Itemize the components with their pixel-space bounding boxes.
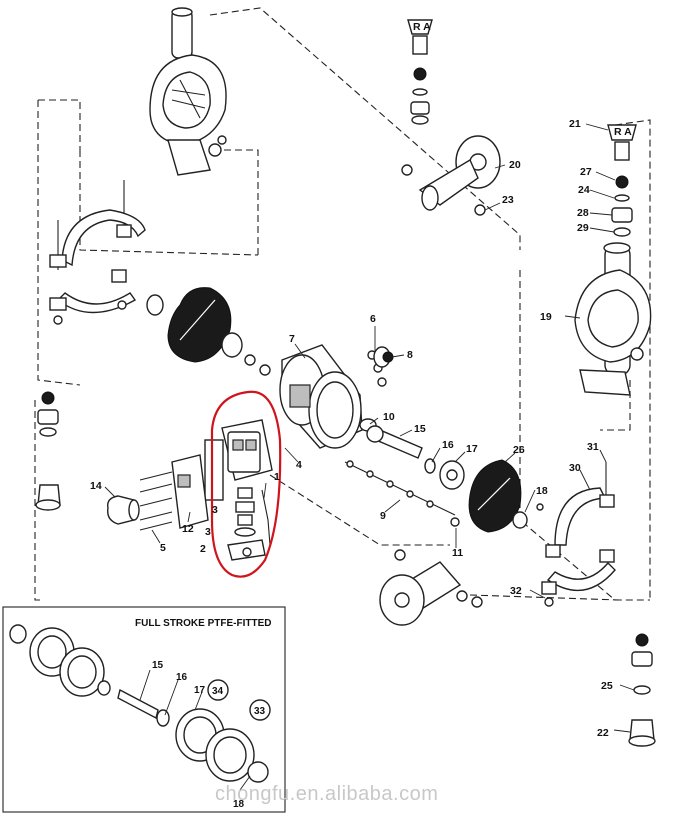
inset-label: 16 — [176, 672, 188, 683]
part-label: 14 — [90, 480, 102, 492]
shaft-group — [344, 425, 465, 527]
part-label: 3 — [212, 504, 218, 516]
inset-label: 17 — [194, 685, 206, 696]
part-label: 8 — [407, 349, 413, 361]
part-label: 9 — [380, 510, 386, 522]
center-section — [279, 344, 394, 449]
part-label: 30 — [569, 462, 581, 474]
part-label: 6 — [370, 313, 376, 325]
part-label: 23 — [502, 194, 514, 206]
part-label: 31 — [587, 441, 599, 453]
svg-text:R A: R A — [614, 126, 632, 138]
inset-panel — [2, 606, 286, 813]
air-valve-assembly — [204, 419, 273, 561]
part-label: 25 — [601, 680, 613, 692]
part-label: 28 — [577, 207, 589, 219]
part-label: 15 — [414, 423, 426, 435]
part-label: 24 — [578, 184, 590, 196]
right-ball-stack: R A — [607, 124, 637, 237]
part-label: 17 — [466, 443, 478, 455]
part-label-group: 1 2 3 3 4 5 6 7 8 9 10 11 12 14 15 16 17… — [90, 118, 613, 739]
right-clamp — [541, 462, 616, 607]
inset-label: 18 — [233, 799, 245, 810]
part-label: 2 — [200, 543, 206, 555]
top-manifold — [149, 7, 227, 176]
part-label: 5 — [160, 542, 166, 554]
part-label: 27 — [580, 166, 592, 178]
inset-label: 33 — [254, 706, 266, 717]
part-label: 4 — [296, 459, 302, 471]
inset-label-group: 15 16 17 34 33 18 — [152, 660, 266, 810]
part-label: 21 — [569, 118, 581, 130]
air-valve-cover — [107, 454, 209, 531]
leader-lines — [104, 123, 635, 791]
left-lower-ball-stack — [35, 391, 61, 511]
right-fluid-chamber — [574, 242, 652, 396]
part-label: 11 — [452, 547, 463, 559]
svg-text:R A: R A — [413, 21, 431, 33]
part-label: 10 — [383, 411, 395, 423]
watermark-text: chongfu.en.alibaba.com — [215, 783, 438, 805]
assembly-outline — [34, 7, 651, 601]
inset-label: 15 — [152, 660, 164, 671]
part-label: 18 — [536, 485, 548, 497]
left-clamp-diaphragm — [49, 180, 271, 376]
part-label: 7 — [289, 333, 295, 345]
outlet-flange — [401, 135, 501, 216]
part-label: 26 — [513, 444, 525, 456]
part-label: 19 — [540, 311, 552, 323]
part-label: 1 — [274, 471, 280, 483]
part-label: 3 — [205, 526, 211, 538]
part-label: 16 — [442, 439, 454, 451]
highlight-loop — [210, 390, 282, 578]
part-label: 32 — [510, 585, 522, 597]
part-label: 20 — [509, 159, 521, 171]
right-diaphragm — [468, 459, 544, 533]
right-lower-ball-stack — [628, 633, 656, 747]
part-label: 29 — [577, 222, 589, 234]
inlet-flange — [379, 549, 483, 626]
inset-title: FULL STROKE PTFE-FITTED — [135, 618, 271, 629]
inset-label: 34 — [212, 686, 224, 697]
part-label: 22 — [597, 727, 609, 739]
part-label: 12 — [182, 523, 194, 535]
upper-ball-stack: R A — [407, 19, 433, 125]
